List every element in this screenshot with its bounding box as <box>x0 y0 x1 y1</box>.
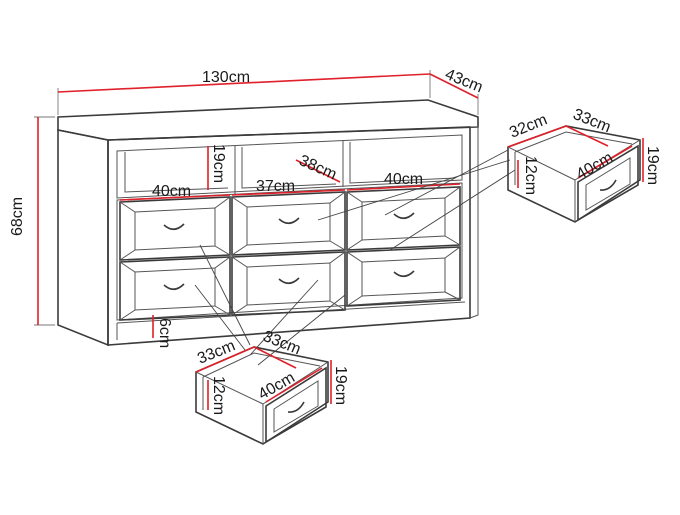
drawer-detail-right <box>507 125 644 223</box>
overall-dimension-lines <box>34 70 479 338</box>
drawer-detail-bottom <box>195 346 332 445</box>
drawer-handle[interactable] <box>163 223 185 231</box>
drawer-handle[interactable] <box>393 212 415 220</box>
drawer-row-bottom <box>119 246 461 321</box>
height-label: 68cm <box>9 197 26 236</box>
bottom-drawer-front-height-label: 19cm <box>332 366 349 405</box>
leader-lines <box>194 149 516 366</box>
left-drawer-width-label: 40cm <box>152 183 191 200</box>
right-drawer-depth-label: 32cm <box>507 111 550 141</box>
inner-dimension-lines <box>119 146 461 201</box>
drawer-handle <box>599 179 617 191</box>
right-drawer-front-height-label: 19cm <box>644 146 661 185</box>
drawer-handle[interactable] <box>278 217 300 225</box>
shelf-height-label: 19cm <box>210 144 227 183</box>
width-label: 130cm <box>202 69 250 86</box>
sideboard-left-side <box>57 129 109 347</box>
drawer-handle[interactable] <box>163 283 185 291</box>
open-shelf <box>116 134 463 199</box>
drawer-handle <box>287 401 305 413</box>
right-drawer-inner-height-label: 12cm <box>522 156 539 195</box>
middle-drawer-width-label: 37cm <box>256 178 295 195</box>
drawer-handle[interactable] <box>278 277 300 285</box>
drawer-handle[interactable] <box>393 270 415 278</box>
right-drawer-inner-width-label: 40cm <box>574 149 616 183</box>
drawer-row-top <box>119 186 461 261</box>
sideboard <box>57 99 479 347</box>
bottom-drawer-inner-height-label: 12cm <box>210 376 227 415</box>
drawer-front <box>577 144 639 222</box>
plinth-label: 6cm <box>156 318 173 348</box>
shelf-depth-label: 38cm <box>296 152 339 183</box>
drawer-front <box>265 366 327 444</box>
right-drawer-width-label: 40cm <box>384 171 423 188</box>
